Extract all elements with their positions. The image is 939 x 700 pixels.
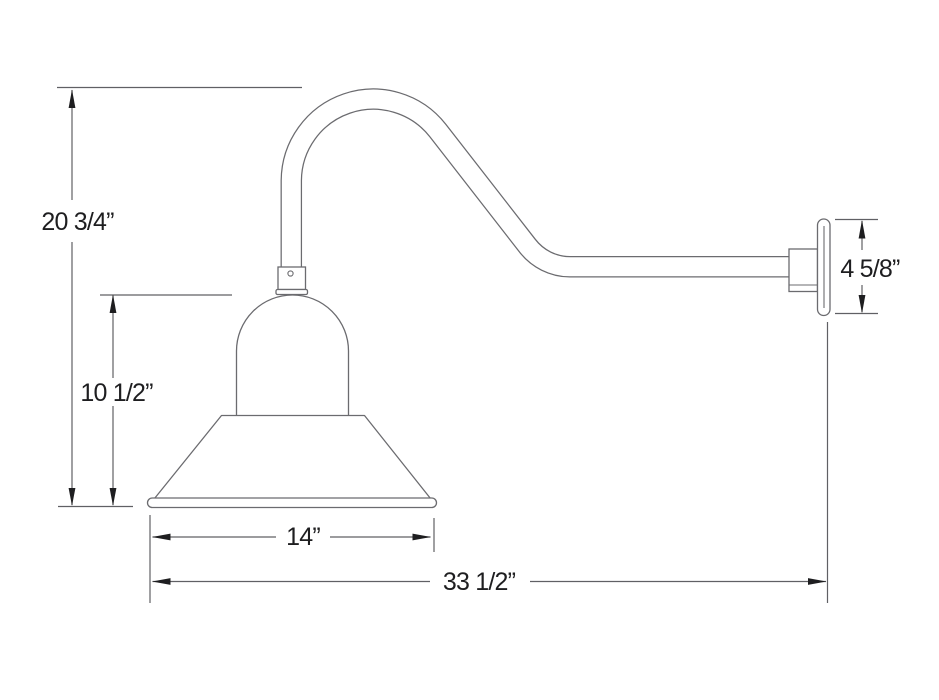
- arrow-right-icon: [808, 578, 827, 585]
- arrow-down-icon: [109, 488, 117, 506]
- gooseneck-arm: [280, 88, 791, 278]
- shade-cone: [153, 414, 432, 500]
- collar-screw: [287, 270, 294, 277]
- dim-overall-projection: 33 1/2”: [152, 568, 827, 596]
- dim-label-overall-height: 20 3/4”: [41, 208, 114, 236]
- swivel-collar: [275, 266, 309, 296]
- arrow-up-icon: [858, 220, 866, 239]
- dim-label-backplate-height: 4 5/8”: [840, 255, 900, 283]
- arrow-left-icon: [152, 533, 171, 541]
- dim-label-overall-projection: 33 1/2”: [443, 568, 516, 596]
- arrow-up-icon: [68, 89, 76, 108]
- dim-label-shade-height: 10 1/2”: [80, 379, 153, 407]
- gooseneck-pipe-outline: [280, 88, 791, 278]
- mount-cup: [788, 248, 819, 293]
- dim-shade-height: 10 1/2”: [80, 294, 154, 506]
- shade-dome: [235, 294, 350, 417]
- dim-overall-height: 20 3/4”: [41, 89, 115, 506]
- collar-body: [277, 266, 307, 291]
- wall-mount: [788, 218, 831, 317]
- arrow-down-icon: [68, 488, 76, 506]
- dim-label-shade-width: 14”: [286, 523, 320, 551]
- collar-flange: [275, 288, 309, 296]
- dimensions: 20 3/4” 10 1/2” 4 5/8”: [41, 86, 901, 603]
- shade-rim: [146, 497, 438, 509]
- dim-shade-width: 14”: [152, 523, 431, 551]
- arrow-up-icon: [109, 294, 117, 313]
- gooseneck-pipe-fill: [281, 89, 791, 277]
- arrow-left-icon: [152, 578, 171, 585]
- lamp-shade: [146, 294, 438, 509]
- dim-backplate-height: 4 5/8”: [840, 220, 901, 314]
- arrow-down-icon: [858, 295, 866, 314]
- arrow-right-icon: [412, 533, 431, 541]
